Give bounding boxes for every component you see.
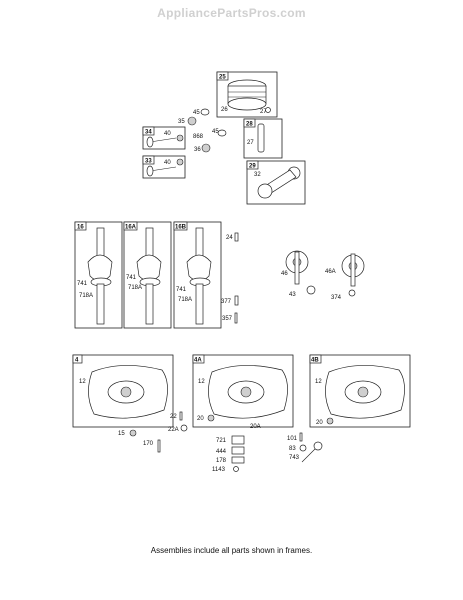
part-label: 718A <box>178 297 192 303</box>
exhaust-valve-frame-tag: 34 <box>145 130 152 136</box>
watermark: AppliancePartsPros.com <box>157 6 306 20</box>
sump-4b-assembly[interactable]: 4B 12 20 101 83 743 <box>287 354 411 463</box>
part-label: 743 <box>289 455 300 461</box>
part-label: 374 <box>331 295 342 301</box>
crank-16a-frame-tag: 16A <box>125 225 137 231</box>
sump-4a-assembly[interactable]: 4A 12 20 20A 721 444 178 1143 <box>192 354 294 473</box>
part-label: 32 <box>254 172 261 178</box>
crankshaft-16-assembly[interactable]: 16 741 718A <box>74 221 123 329</box>
crank-16-frame-tag: 16 <box>77 225 84 231</box>
part-label: 178 <box>216 458 227 464</box>
intake-valve-assembly[interactable]: 33 40 <box>142 155 186 179</box>
part-label: 83 <box>289 446 296 452</box>
part-label: 45 <box>212 129 219 135</box>
piston-assembly[interactable]: 25 26 27 <box>216 71 278 118</box>
crankshaft-16b-assembly[interactable]: 16B 741 718A <box>173 221 222 329</box>
part-label: 45 <box>193 110 200 116</box>
pushrod-frame-tag: 28 <box>246 122 253 128</box>
part-label: 741 <box>176 287 187 293</box>
part-label: 46A <box>325 269 336 275</box>
part-label: 46 <box>281 271 288 277</box>
part-label: 20A <box>250 424 261 430</box>
part-label: 741 <box>126 275 137 281</box>
part-label: 26 <box>221 107 228 113</box>
crankshaft-16a-assembly[interactable]: 16A 741 718A <box>123 221 172 329</box>
crankshaft-loose-parts[interactable]: 24 377 357 <box>221 232 239 324</box>
part-label: 20 <box>197 416 204 422</box>
footnote: Assemblies include all parts shown in fr… <box>150 546 313 555</box>
sump-4-assembly[interactable]: 4 12 22 22A 15 170 <box>72 354 188 453</box>
part-label: 741 <box>77 281 88 287</box>
pushrod-assembly[interactable]: 28 27 <box>243 118 283 159</box>
valve-parts[interactable]: 45 35 868 45 36 <box>178 108 227 153</box>
part-label: 170 <box>143 441 154 447</box>
part-label: 15 <box>118 431 125 437</box>
part-label: 20 <box>316 420 323 426</box>
part-label: 27 <box>260 109 267 115</box>
part-label: 35 <box>178 119 185 125</box>
part-label: 36 <box>194 147 201 153</box>
part-label: 357 <box>222 316 233 322</box>
part-label: 22 <box>170 414 177 420</box>
exhaust-valve-assembly[interactable]: 34 40 <box>142 126 186 150</box>
part-label: 12 <box>79 379 86 385</box>
part-label: 1143 <box>212 467 226 473</box>
piston-frame-tag: 25 <box>219 75 226 81</box>
sump-4-frame-tag: 4 <box>75 358 79 364</box>
part-label: 12 <box>315 379 322 385</box>
part-label: 24 <box>226 235 233 241</box>
conrod-frame-tag: 29 <box>249 164 256 170</box>
crank-16b-frame-tag: 16B <box>175 225 187 231</box>
part-label: 101 <box>287 436 298 442</box>
piston-frame <box>216 71 278 118</box>
part-label: 22A <box>168 427 179 433</box>
part-label: 721 <box>216 438 227 444</box>
part-label: 27 <box>247 140 254 146</box>
part-label: 444 <box>216 449 227 455</box>
connecting-rod-assembly[interactable]: 29 32 <box>246 160 306 205</box>
part-label: 40 <box>164 131 171 137</box>
part-label: 377 <box>221 299 232 305</box>
part-label: 40 <box>164 160 171 166</box>
part-label: 12 <box>198 379 205 385</box>
sump-4b-frame-tag: 4B <box>311 358 319 364</box>
sump-4a-frame-tag: 4A <box>194 358 202 364</box>
part-label: 43 <box>289 292 296 298</box>
part-label: 868 <box>193 134 204 140</box>
camshaft-parts[interactable]: 46 46A 43 374 <box>281 250 365 301</box>
part-label: 718A <box>79 293 93 299</box>
part-label: 718A <box>128 285 142 291</box>
intake-valve-frame-tag: 33 <box>145 159 152 165</box>
